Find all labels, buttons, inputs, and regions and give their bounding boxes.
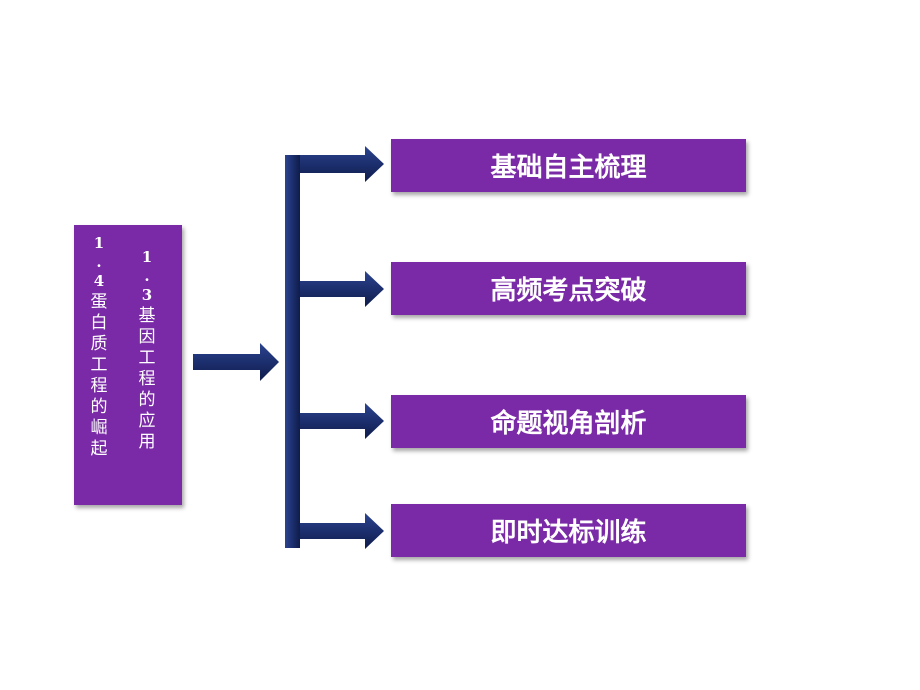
title-char: 工: [90, 355, 108, 375]
menu-item-question-analysis[interactable]: 命题视角剖析: [391, 395, 746, 448]
title-char: 工: [138, 348, 156, 368]
title-char: .: [144, 267, 150, 285]
title-char: 崛: [90, 418, 108, 438]
title-char: .: [96, 253, 102, 271]
title-char: 4: [93, 272, 105, 290]
title-char: 用: [138, 432, 156, 452]
vertical-bracket-bar: [285, 155, 300, 548]
menu-item-label: 命题视角剖析: [490, 409, 647, 439]
lesson-title-box: 1 . 4 蛋 白 质 工 程 的 崛 起 1 . 3 基 因 工 程 的 应 …: [74, 225, 182, 505]
title-left-column: 1 . 4 蛋 白 质 工 程 的 崛 起: [86, 233, 112, 460]
menu-item-label: 即时达标训练: [490, 518, 647, 548]
branch-arrow: [300, 513, 384, 549]
title-char: 白: [90, 313, 108, 333]
title-char: 质: [90, 334, 108, 354]
title-char: 1: [93, 234, 105, 252]
menu-item-basic-review[interactable]: 基础自主梳理: [391, 139, 746, 192]
menu-item-label: 高频考点突破: [490, 276, 647, 306]
title-char: 的: [90, 397, 108, 417]
title-char: 应: [138, 411, 156, 431]
menu-item-label: 基础自主梳理: [490, 153, 647, 183]
menu-item-instant-practice[interactable]: 即时达标训练: [391, 504, 746, 557]
title-char: 蛋: [90, 292, 108, 312]
branch-arrow: [285, 146, 384, 182]
title-char: 程: [90, 376, 108, 396]
title-right-column: 1 . 3 基 因 工 程 的 应 用: [134, 247, 160, 453]
title-char: 起: [90, 439, 108, 459]
branch-arrow: [300, 403, 384, 439]
title-char: 的: [138, 390, 156, 410]
title-char: 因: [138, 327, 156, 347]
title-char: 1: [141, 248, 153, 266]
menu-item-key-points[interactable]: 高频考点突破: [391, 262, 746, 315]
title-char: 3: [141, 286, 153, 304]
title-char: 基: [138, 306, 156, 326]
title-char: 程: [138, 369, 156, 389]
main-arrow: [193, 343, 279, 381]
branch-arrow: [300, 271, 384, 307]
